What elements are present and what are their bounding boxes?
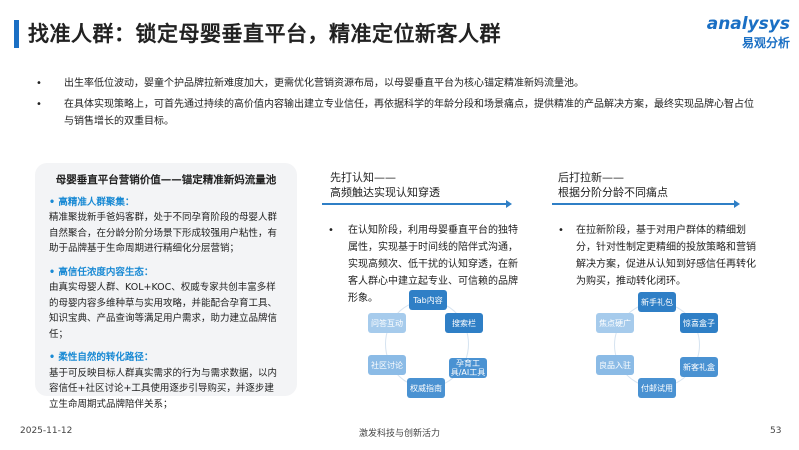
bullet-text: 在具体实现策略上，可首先通过持续的高价值内容输出建立专业信任，再依据科学的年龄分…: [64, 99, 754, 127]
page-title: 找准人群：锁定母婴垂直平台，精准定位新客人群: [28, 22, 501, 46]
section-text: 由真实母婴人群、KOL+KOC、权威专家共创丰富多样的母婴内容多维种草与实用攻略…: [49, 282, 278, 340]
node-authority-guide: 权威指南: [407, 378, 445, 398]
node-quality-entry: 良品入驻: [596, 355, 634, 375]
footer-slogan: 激发科技与创新活力: [358, 429, 440, 439]
section-heading: • 高精准人群聚集：: [49, 196, 135, 208]
node-qa: 问答互动: [368, 313, 406, 333]
right-text: 在拉新阶段，基于对用户群体的精细划分，针对性制定更精细的投放策略和营销解决方案，…: [576, 225, 756, 287]
section-text: 精准聚拢新手爸妈客群，处于不同孕育阶段的母婴人群自然聚合，在分龄分阶分场景下形成…: [49, 212, 278, 254]
section-heading: • 柔性自然的转化路径：: [49, 352, 154, 363]
bullet-2: •在具体实现策略上，可首先通过持续的高价值内容输出建立专业信任，再依据科学的年龄…: [36, 96, 756, 130]
title-accent-bar: [14, 20, 19, 48]
middle-heading-2: 高频触达实现认知穿透: [330, 186, 440, 199]
node-search-bar: 搜索栏: [445, 313, 483, 333]
footer-date: 2025-11-12: [20, 426, 73, 436]
logo: analysys 易观分析: [700, 14, 790, 51]
middle-bullet: •在认知阶段，利用母婴垂直平台的独特属性，实现基于时间线的陪伴式沟通，实现高频次…: [328, 222, 518, 307]
right-heading-1: 后打拉新——: [558, 171, 624, 184]
section-heading: • 高信任浓度内容生态：: [49, 266, 154, 278]
middle-arrow: [322, 200, 512, 208]
right-heading-2: 根据分阶分龄不同痛点: [558, 186, 668, 199]
logo-en: analysys: [706, 14, 790, 34]
box-title: 母婴垂直平台营销价值——锚定精准新妈流量池: [55, 174, 277, 186]
node-new-customer-box: 新客礼盒: [680, 357, 718, 377]
middle-text: 在认知阶段，利用母婴垂直平台的独特属性，实现基于时间线的陪伴式沟通，实现高频次、…: [348, 225, 518, 304]
section-text: 基于可反映目标人群真实需求的行为与需求数据，以内容信任+社区讨论+工具使用逐步引…: [49, 367, 278, 410]
right-heading: 后打拉新—— 根据分阶分龄不同痛点: [558, 170, 668, 200]
middle-heading: 先打认知—— 高频触达实现认知穿透: [330, 170, 440, 200]
right-bullet: •在拉新阶段，基于对用户群体的精细划分，针对性制定更精细的投放策略和营销解决方案…: [558, 222, 758, 290]
logo-cn: 易观分析: [741, 36, 790, 50]
node-tab-content: Tab内容: [409, 290, 447, 310]
node-focus-ads: 焦点硬广: [596, 313, 634, 333]
right-arrow: [552, 200, 740, 208]
bullet-1: •出生率低位波动，婴童个护品牌拉新难度加大，更需优化营销资源布局，以母婴垂直平台…: [36, 75, 756, 92]
node-newbie-gift: 新手礼包: [638, 292, 676, 312]
platform-value-box: 母婴垂直平台营销价值——锚定精准新妈流量池 • 高精准人群聚集： 精准聚拢新手爸…: [35, 163, 297, 410]
node-surprise-box: 惊喜盒子: [680, 313, 718, 333]
bullet-text: 出生率低位波动，婴童个护品牌拉新难度加大，更需优化营销资源布局，以母婴垂直平台为…: [64, 78, 584, 89]
middle-heading-1: 先打认知——: [330, 171, 396, 184]
node-trial: 付邮试用: [638, 378, 676, 398]
node-tools: 孕育工具/AI工具: [449, 358, 487, 378]
node-community: 社区讨论: [368, 355, 406, 375]
page-number: 53: [770, 426, 782, 436]
